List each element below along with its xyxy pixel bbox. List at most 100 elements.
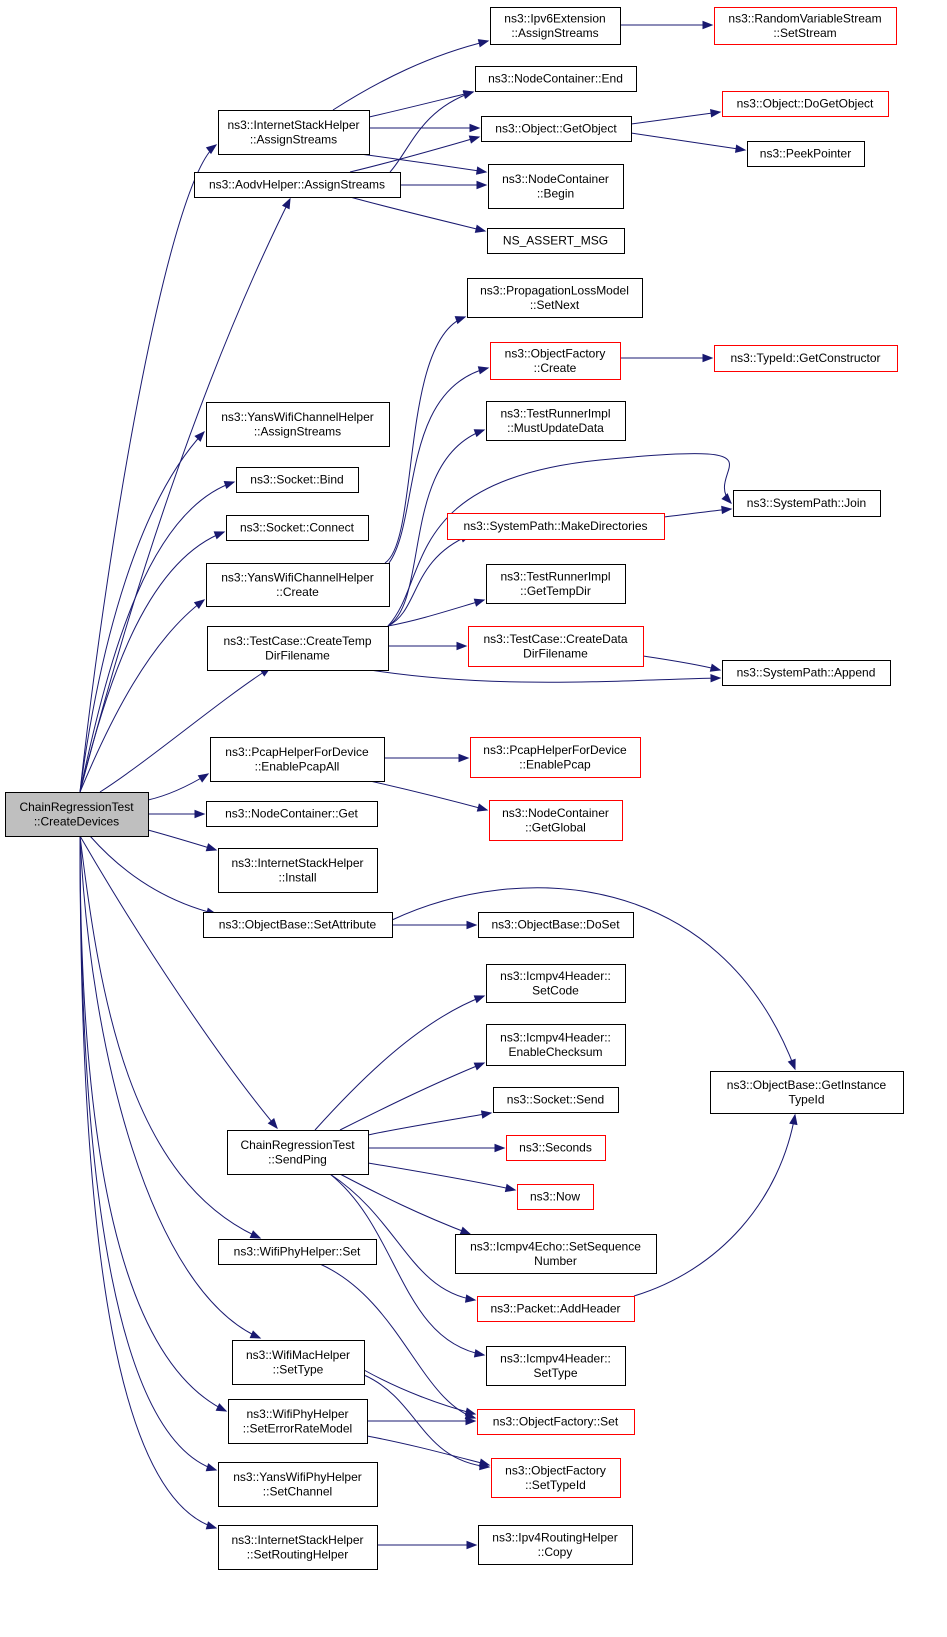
- node-socket-connect[interactable]: ns3::Socket::Connect: [226, 515, 369, 541]
- arrowhead: [480, 1110, 493, 1119]
- node-box: [210, 737, 385, 782]
- node-box: [722, 660, 891, 686]
- node-ish-assign[interactable]: ns3::InternetStackHelper::AssignStreams: [218, 110, 370, 155]
- edge-line: [387, 599, 485, 627]
- node-box: [226, 515, 369, 541]
- arrowhead: [459, 1226, 472, 1235]
- node-ob-doset[interactable]: ns3::ObjectBase::DoSet: [478, 912, 634, 938]
- arrowhead: [473, 429, 486, 438]
- node-socket-bind[interactable]: ns3::Socket::Bind: [236, 467, 359, 493]
- node-peekpointer[interactable]: ns3::PeekPointer: [747, 141, 865, 167]
- node-seconds[interactable]: ns3::Seconds: [506, 1135, 606, 1161]
- edge-obj_getobject-to-peekpointer: [630, 132, 747, 153]
- node-ob-set-attr[interactable]: ns3::ObjectBase::SetAttribute: [203, 912, 393, 938]
- arrowhead: [466, 920, 478, 930]
- node-plm-setnext[interactable]: ns3::PropagationLossModel::SetNext: [467, 278, 643, 318]
- node-ish-install[interactable]: ns3::InternetStackHelper::Install: [218, 848, 378, 893]
- node-nc-end[interactable]: ns3::NodeContainer::End: [475, 66, 637, 92]
- edge-root-to-ob_set_attr: [89, 835, 218, 916]
- edge-root-to-wifiphy_set: [79, 835, 262, 1239]
- node-yans-chan-create[interactable]: ns3::YansWifiChannelHelper::Create: [206, 563, 390, 607]
- node-label-line: ns3::Now: [530, 1190, 580, 1204]
- edge-line: [642, 655, 721, 671]
- node-ns-assert[interactable]: NS_ASSERT_MSG: [487, 228, 625, 254]
- node-sp-makedirs[interactable]: ns3::SystemPath::MakeDirectories: [447, 513, 665, 540]
- node-icmp-checksum[interactable]: ns3::Icmpv4Header::EnableChecksum: [486, 1024, 626, 1066]
- node-icmp-settype[interactable]: ns3::Icmpv4Header::SetType: [486, 1346, 626, 1386]
- node-box: [486, 1024, 626, 1066]
- node-pcap-enable[interactable]: ns3::PcapHelperForDevice::EnablePcap: [470, 737, 641, 778]
- node-tri-mustupdate[interactable]: ns3::TestRunnerImpl::MustUpdateData: [486, 401, 626, 441]
- node-nc-begin[interactable]: ns3::NodeContainer::Begin: [488, 164, 624, 209]
- node-ipv4rh-copy[interactable]: ns3::Ipv4RoutingHelper::Copy: [478, 1525, 633, 1565]
- edge-line: [319, 1263, 476, 1419]
- arrowhead: [464, 1294, 477, 1303]
- node-of-create[interactable]: ns3::ObjectFactory::Create: [490, 342, 621, 380]
- node-box: [468, 626, 644, 667]
- node-sp-append[interactable]: ns3::SystemPath::Append: [722, 660, 891, 686]
- node-ipv6ext-assign[interactable]: ns3::Ipv6Extension::AssignStreams: [490, 7, 621, 45]
- node-nc-get[interactable]: ns3::NodeContainer::Get: [206, 801, 378, 827]
- node-typeid-getctor[interactable]: ns3::TypeId::GetConstructor: [714, 345, 898, 372]
- node-yansphy-setchan[interactable]: ns3::YansWifiPhyHelper::SetChannel: [218, 1462, 378, 1507]
- node-label-line: ::Create: [534, 361, 577, 375]
- node-now[interactable]: ns3::Now: [517, 1184, 594, 1210]
- node-box: [470, 737, 641, 778]
- node-label-line: ns3::Icmpv4Echo::SetSequence: [470, 1239, 641, 1253]
- node-wifimac-settype[interactable]: ns3::WifiMacHelper::SetType: [232, 1340, 365, 1385]
- edge-ish_assign-to-ipv6ext_assign: [332, 39, 490, 111]
- node-packet-addheader[interactable]: ns3::Packet::AddHeader: [477, 1296, 635, 1322]
- edge-tc_create_temp-to-tri_mustupdate: [387, 429, 486, 627]
- node-box: [714, 345, 898, 372]
- node-of-set[interactable]: ns3::ObjectFactory::Set: [477, 1409, 635, 1435]
- node-box: [206, 563, 390, 607]
- node-label-line: ns3::InternetStackHelper: [231, 856, 363, 870]
- arrowhead: [205, 843, 218, 852]
- edge-line: [339, 1062, 485, 1131]
- arrowhead: [194, 809, 206, 819]
- node-label-line: ns3::PcapHelperForDevice: [225, 745, 369, 759]
- node-box: [218, 848, 378, 893]
- node-label-line: ns3::ObjectFactory: [505, 346, 606, 360]
- node-nc-getglobal[interactable]: ns3::NodeContainer::GetGlobal: [489, 800, 623, 841]
- node-label-line: ns3::PcapHelperForDevice: [483, 743, 627, 757]
- node-yans-chan-assign[interactable]: ns3::YansWifiChannelHelper::AssignStream…: [206, 402, 390, 447]
- edge-root-to-crt_send_ping: [79, 835, 278, 1130]
- node-icmp-setcode[interactable]: ns3::Icmpv4Header::SetCode: [486, 964, 626, 1003]
- node-label-line: ::SetRoutingHelper: [247, 1547, 348, 1561]
- edge-root-to-yans_chan_assign: [79, 430, 205, 793]
- node-aodv-assign[interactable]: ns3::AodvHelper::AssignStreams: [194, 172, 401, 198]
- edge-of_create-to-typeid_getctor: [620, 353, 714, 363]
- node-label-line: ::CreateDevices: [34, 814, 119, 828]
- node-label-line: EnableChecksum: [508, 1045, 602, 1059]
- node-obj-getobject[interactable]: ns3::Object::GetObject: [481, 116, 632, 142]
- edge-root-to-socket_bind: [79, 480, 236, 793]
- node-label-line: ns3::NodeContainer: [502, 806, 609, 820]
- node-of-settypeid[interactable]: ns3::ObjectFactory::SetTypeId: [491, 1458, 621, 1498]
- node-tri-gettempdir[interactable]: ns3::TestRunnerImpl::GetTempDir: [486, 564, 626, 604]
- node-rvs-setstream[interactable]: ns3::RandomVariableStream::SetStream: [714, 7, 897, 45]
- arrowhead: [473, 1349, 486, 1358]
- node-wifiphy-seterr[interactable]: ns3::WifiPhyHelper::SetErrorRateModel: [228, 1399, 368, 1444]
- node-wifiphy-set[interactable]: ns3::WifiPhyHelper::Set: [218, 1239, 377, 1265]
- edge-ish_setrouting-to-ipv4rh_copy: [377, 1540, 478, 1550]
- node-obj-dogetobject[interactable]: ns3::Object::DoGetObject: [722, 91, 889, 117]
- node-box: [477, 1409, 635, 1435]
- edge-aodv_assign-to-nc_end: [389, 91, 475, 173]
- node-pcap-enable-all[interactable]: ns3::PcapHelperForDevice::EnablePcapAll: [210, 737, 385, 782]
- node-socket-send[interactable]: ns3::Socket::Send: [493, 1087, 619, 1113]
- node-box: [489, 800, 623, 841]
- node-box: [236, 467, 359, 493]
- edge-line: [368, 91, 474, 118]
- node-label-line: ns3::TestCase::CreateData: [483, 632, 627, 646]
- node-root[interactable]: ChainRegressionTest::CreateDevices: [5, 792, 149, 837]
- edge-line: [387, 453, 732, 627]
- node-sp-join[interactable]: ns3::SystemPath::Join: [733, 490, 881, 517]
- node-box: [206, 402, 390, 447]
- node-crt-send-ping[interactable]: ChainRegressionTest::SendPing: [227, 1130, 369, 1175]
- node-ish-setrouting[interactable]: ns3::InternetStackHelper::SetRoutingHelp…: [218, 1525, 378, 1570]
